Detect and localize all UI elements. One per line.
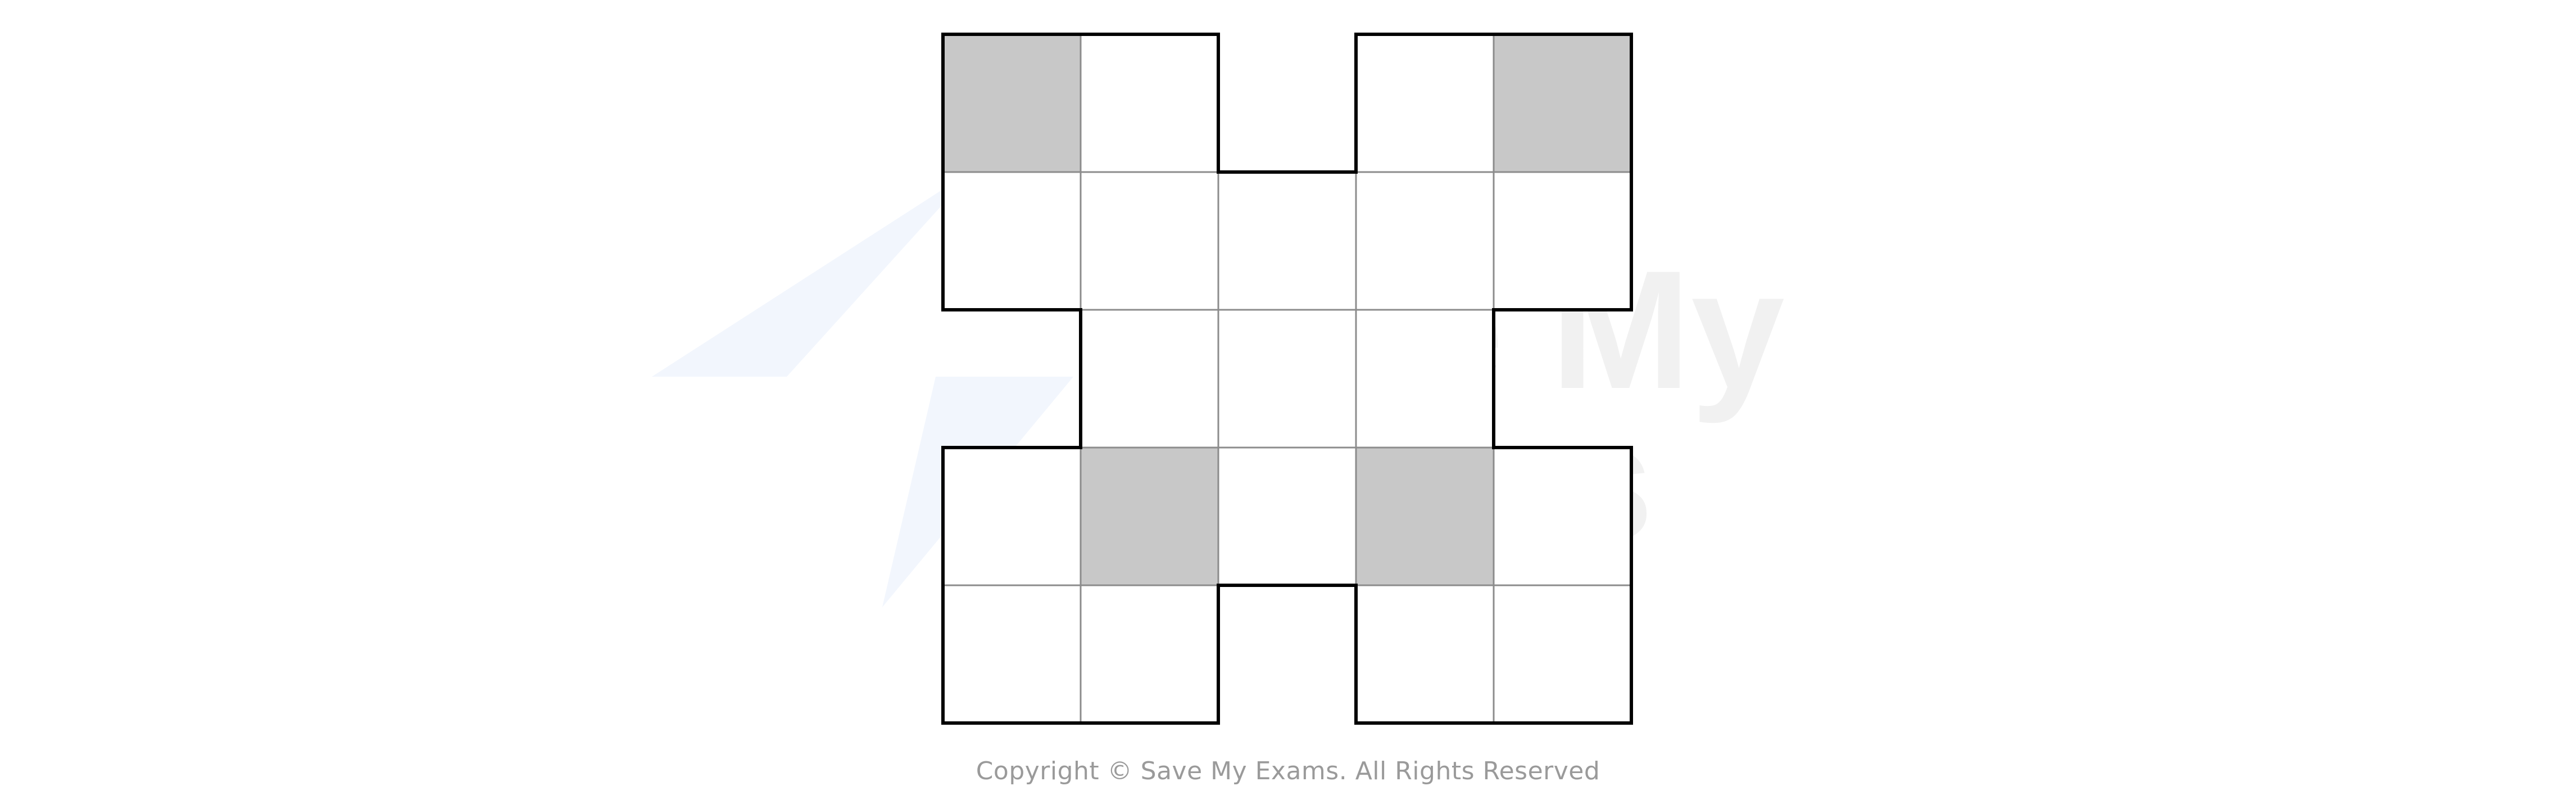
copyright-notice: Copyright © Save My Exams. All Rights Re… [976, 757, 1600, 785]
grid-cell [1080, 584, 1219, 724]
grid-cell [1355, 584, 1495, 724]
grid-cell [1493, 584, 1632, 724]
grid-cell [942, 446, 1082, 586]
shaded-cell [1080, 446, 1219, 586]
grid-cell [1355, 309, 1495, 449]
grid-cell [942, 171, 1082, 311]
grid-cell [1217, 446, 1357, 586]
shaded-cell [1355, 446, 1495, 586]
grid-cell [1080, 171, 1219, 311]
grid-cell [1217, 309, 1357, 449]
grid-cell [1355, 171, 1495, 311]
grid-cell [1355, 33, 1495, 173]
grid-cell [1080, 309, 1219, 449]
grid-cell [1217, 171, 1357, 311]
shaded-cell [942, 33, 1082, 173]
grid-cell [942, 584, 1082, 724]
shaded-cell [1493, 33, 1632, 173]
grid-cells [942, 33, 1632, 724]
shape-outline [941, 33, 1633, 725]
grid-cell [1493, 446, 1632, 586]
grid-cell [1493, 171, 1632, 311]
grid-cell [1080, 33, 1219, 173]
